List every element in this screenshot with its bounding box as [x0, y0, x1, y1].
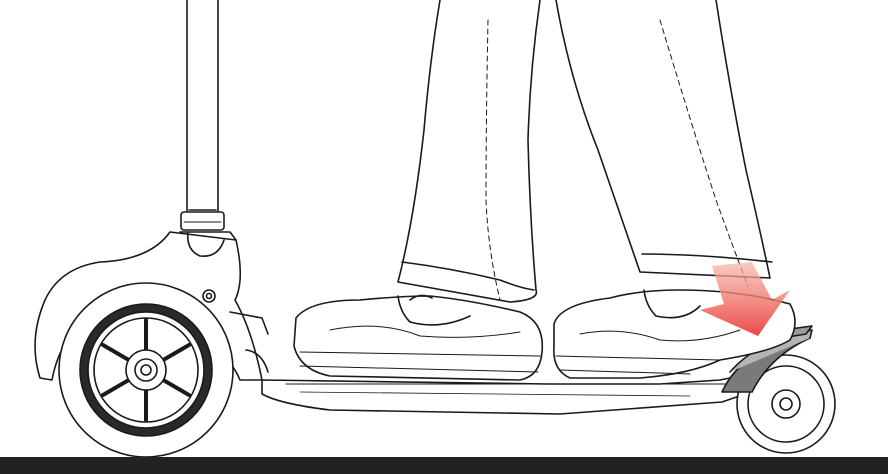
rider-legs	[398, 0, 772, 302]
left-shoe	[294, 295, 542, 380]
front-wheel	[59, 283, 233, 457]
ground-bar	[0, 457, 888, 474]
handlebar-stem	[181, 0, 224, 230]
